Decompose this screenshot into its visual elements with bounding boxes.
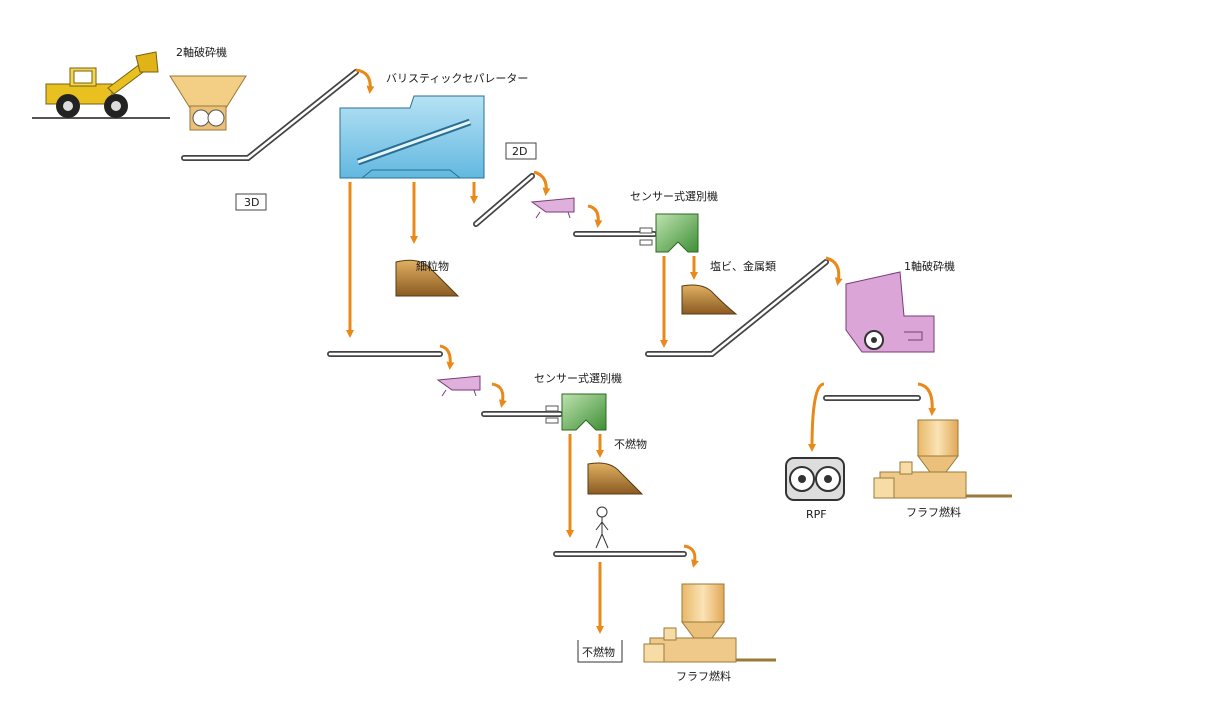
- incline-conveyor-3: [645, 259, 829, 357]
- label-two-shaft-crusher: 2軸破砕機: [176, 45, 227, 59]
- fluff-baler-2-icon: [643, 583, 776, 663]
- label-sensor-sorter-2: センサー式選別機: [534, 371, 622, 385]
- tag-3d: 3D: [244, 196, 259, 209]
- rpf-machine-icon: [785, 457, 845, 501]
- one-shaft-crusher-icon: [845, 271, 935, 353]
- ballistic-separator-icon: [339, 95, 485, 179]
- sensor-sorter-1-icon: [639, 213, 699, 253]
- fines-pile-icon: [395, 259, 460, 297]
- label-rejects-2: 不燃物: [582, 645, 615, 659]
- label-rejects-1: 不燃物: [614, 437, 647, 451]
- rejects-pile-icon: [587, 462, 644, 495]
- pvc-metal-pile-icon: [681, 284, 738, 315]
- label-ballistic-separator: バリスティックセパレーター: [386, 72, 528, 85]
- label-pvc-metals: 塩ビ、金属類: [710, 259, 776, 273]
- tag-2d: 2D: [512, 145, 527, 158]
- manual-sorting-worker-icon: [595, 506, 609, 549]
- label-sensor-sorter-1: センサー式選別機: [630, 189, 718, 203]
- two-shaft-crusher-icon: [169, 75, 247, 131]
- tag-3d-box: [235, 193, 267, 211]
- label-one-shaft-crusher: 1軸破砕機: [904, 259, 955, 273]
- fluff-baler-1-icon: [873, 419, 1012, 499]
- wheel-loader-icon: [32, 51, 170, 119]
- vibrating-feeder-2-icon: [436, 375, 481, 397]
- rejects-bin-icon: [577, 640, 623, 663]
- sensor-sorter-2-icon: [545, 393, 607, 431]
- vibrating-feeder-1-icon: [530, 197, 575, 219]
- label-fines: 細粒物: [416, 259, 449, 273]
- label-fluff-fuel-2: フラフ燃料: [676, 669, 731, 683]
- tag-2d-box: [505, 142, 537, 160]
- label-fluff-fuel-1: フラフ燃料: [906, 505, 961, 519]
- incline-conveyor-1: [181, 69, 359, 161]
- label-rpf: RPF: [806, 508, 827, 521]
- incline-conveyor-2d: [473, 173, 535, 227]
